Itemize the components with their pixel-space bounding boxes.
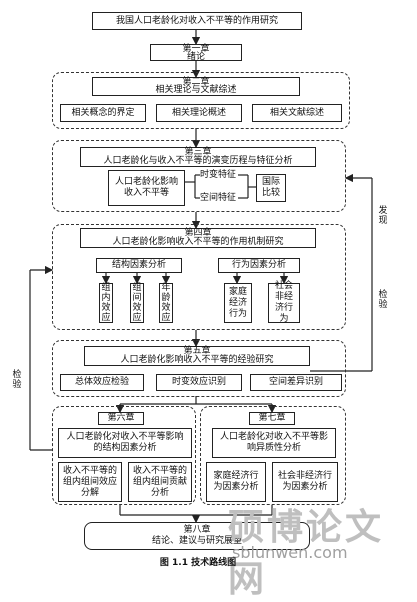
chapter5-box: 第五章 人口老龄化影响收入不平等的经验研究 <box>84 346 310 366</box>
chapter4-label: 第四章 <box>184 228 212 238</box>
chapter1-box: 第一章 绪论 <box>150 44 242 61</box>
chapter2-item-literature: 相关文献综述 <box>252 104 342 122</box>
chapter4-text: 人口老龄化影响收入不平等的作用机制研究 <box>112 237 284 247</box>
figure-caption: 图 1.1 技术路线图 <box>159 558 237 568</box>
chapter2-item-theory: 相关理论概述 <box>156 104 242 122</box>
chapter7-label: 第七章 <box>258 413 286 423</box>
chapter6-item-decomp: 收入不平等的组内组间效应分解 <box>58 462 122 502</box>
chapter2-box: 第二章 相关理论与文献综述 <box>92 77 300 96</box>
chapter7-item-family: 家庭经济行为因素分析 <box>206 462 266 502</box>
chapter4-social-nonecon: 社会非经济行为 <box>268 281 300 324</box>
chapter4-behavioral-box: 行为因素分析 <box>218 258 300 273</box>
chapter3-label: 第三章 <box>184 147 212 157</box>
chapter6-group <box>52 406 196 505</box>
chapter8-label: 第八章 <box>183 525 211 535</box>
chapter6-label-box: 第六章 <box>98 412 144 425</box>
chapter4-family-econ: 家庭经济行为 <box>224 283 252 323</box>
chapter7-label-box: 第七章 <box>249 412 295 425</box>
chapter1-label: 第一章 <box>182 43 210 54</box>
chapter8-box: 第八章 结论、建议与研究展望 <box>84 522 310 550</box>
chapter2-item-concepts: 相关概念的界定 <box>60 104 146 122</box>
chapter4-age-effect: 年龄效应 <box>159 283 173 323</box>
chapter3-group <box>52 140 346 212</box>
chapter5-item-space: 空间差异识别 <box>250 374 342 391</box>
chapter6-title-box: 人口老龄化对收入不平等影响的结构因素分析 <box>58 428 192 458</box>
connector-lines <box>29 30 373 524</box>
chapter4-within-effect: 组内效应 <box>99 283 113 323</box>
chapter4-between-effect: 组间效应 <box>130 283 144 323</box>
chapter5-label: 第五章 <box>183 346 211 356</box>
chapter2-label: 第二章 <box>182 77 210 87</box>
chapter7-text: 人口老龄化对收入不平等影响异质性分析 <box>219 432 328 453</box>
side-label-discover: 发现 <box>378 206 388 226</box>
diagram-title: 我国人口老龄化对收入不平等的作用研究 <box>115 15 278 26</box>
chapter5-item-time: 时变效应识别 <box>156 374 242 391</box>
chapter2-text: 相关理论与文献综述 <box>155 85 237 95</box>
chapter5-group <box>52 340 346 397</box>
chapter3-box: 第三章 人口老龄化与收入不平等的演变历程与特征分析 <box>80 147 316 167</box>
chapter6-text: 人口老龄化对收入不平等影响的结构因素分析 <box>66 432 184 453</box>
watermark-url: sblunwen.com <box>232 543 348 562</box>
chapter3-intl-box: 国际比较 <box>256 174 286 202</box>
chapter5-item-overall: 总体效应检验 <box>60 374 144 391</box>
chapter6-item-contrib: 收入不平等的组内组间贡献分析 <box>128 462 192 502</box>
side-label-test-left: 检验 <box>12 370 22 390</box>
chapter2-group <box>52 72 350 129</box>
title-box: 我国人口老龄化对收入不平等的作用研究 <box>92 12 302 30</box>
chapter7-item-social: 社会非经济行为因素分析 <box>272 462 338 502</box>
chapter7-group <box>200 406 346 505</box>
chapter3-time-features: 时变特征 <box>200 170 237 180</box>
chapter4-structural-box: 结构因素分析 <box>96 258 182 273</box>
chapter4-box: 第四章 人口老龄化影响收入不平等的作用机制研究 <box>80 228 316 248</box>
chapter6-label: 第六章 <box>107 413 135 423</box>
chapter8-text: 结论、建议与研究展望 <box>151 536 242 546</box>
chapter4-group <box>52 224 346 330</box>
chapter5-text: 人口老龄化影响收入不平等的经验研究 <box>120 355 274 365</box>
chapter3-text: 人口老龄化与收入不平等的演变历程与特征分析 <box>103 156 293 166</box>
chapter3-space-features: 空间特征 <box>200 193 237 203</box>
chapter1-text: 绪论 <box>186 51 205 62</box>
chapter7-title-box: 人口老龄化对收入不平等影响异质性分析 <box>212 428 336 458</box>
side-label-test-right: 检验 <box>378 290 388 310</box>
chapter3-aging-income-box: 人口老龄化影响收入不平等 <box>108 170 185 206</box>
